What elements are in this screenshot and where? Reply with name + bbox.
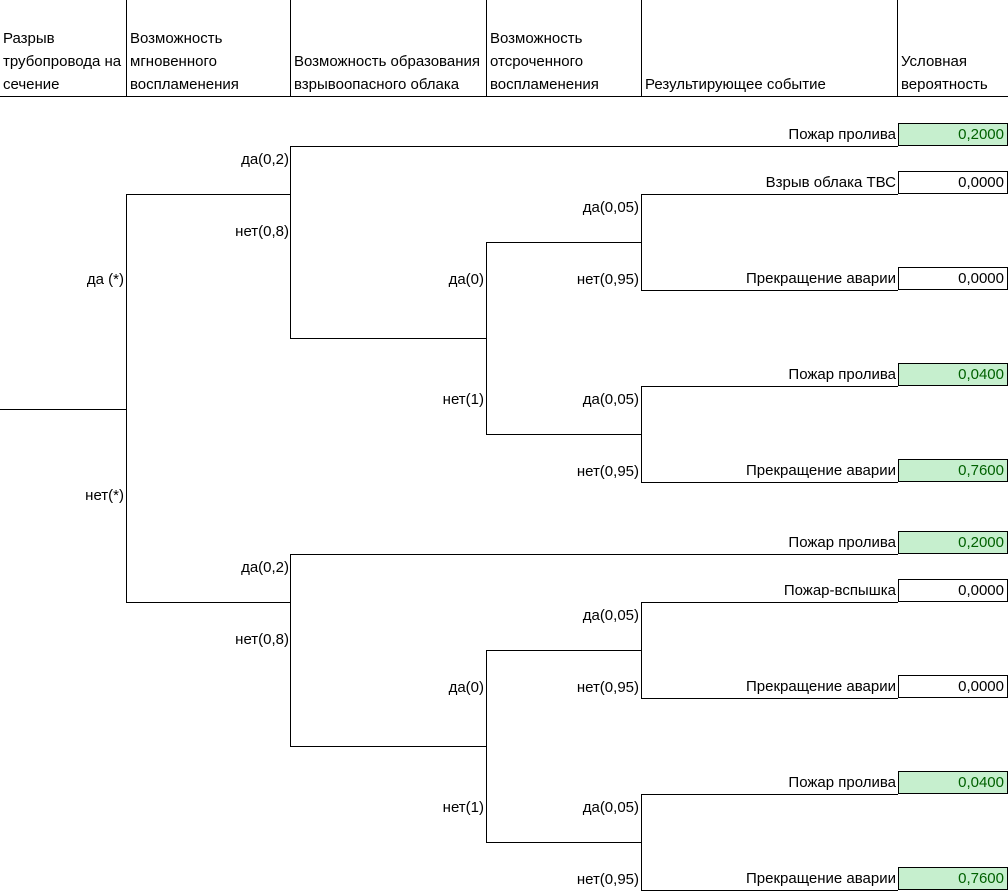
outcome-event: Прекращение аварии [746, 270, 896, 287]
tree-line [641, 794, 898, 795]
tree-line [641, 602, 898, 603]
branch-label: нет(0,8) [235, 631, 289, 648]
branch-label: да(0) [448, 679, 484, 696]
tree-line [641, 290, 898, 291]
tree-line [641, 482, 898, 483]
branch-label: нет(0,95) [576, 271, 639, 288]
tree-line [486, 650, 642, 651]
outcome-probability: 0,2000 [898, 531, 1008, 554]
branch-label: нет(*) [85, 487, 124, 504]
branch-label: да(0,05) [582, 391, 639, 408]
tree-line [486, 434, 642, 435]
tree-line [486, 242, 642, 243]
outcome-event: Пожар пролива [788, 774, 896, 791]
branch-label: нет(1) [442, 391, 484, 408]
branch-label: да(0,05) [582, 607, 639, 624]
outcome-event: Пожар пролива [788, 534, 896, 551]
branch-label: да(0) [448, 271, 484, 288]
branch-label: нет(0,95) [576, 679, 639, 696]
tree-line [290, 554, 291, 747]
tree-line [641, 698, 898, 699]
branch-label: да (*) [86, 271, 124, 288]
tree-line [641, 602, 642, 699]
outcome-probability: 0,2000 [898, 123, 1008, 146]
outcome-probability: 0,7600 [898, 867, 1008, 890]
tree-line [290, 338, 487, 339]
outcome-probability: 0,0000 [898, 171, 1008, 194]
outcome-probability: 0,0000 [898, 267, 1008, 290]
tree-line [641, 794, 642, 891]
header-resulting-event: Результирующее событие [642, 0, 898, 97]
tree-line [126, 194, 291, 195]
outcome-probability: 0,7600 [898, 459, 1008, 482]
branch-label: да(0,2) [241, 559, 289, 576]
header-probability: Условная вероятность [898, 0, 1008, 97]
outcome-event: Пожар-вспышка [783, 582, 896, 599]
outcome-probability: 0,0400 [898, 771, 1008, 794]
header-row: Разрыв трубопровода на сечение Возможнос… [0, 0, 1008, 98]
branch-label: нет(0,8) [235, 223, 289, 240]
outcome-event: Пожар пролива [788, 366, 896, 383]
outcome-probability: 0,0400 [898, 363, 1008, 386]
tree-line [290, 146, 898, 147]
outcome-probability: 0,0000 [898, 579, 1008, 602]
outcome-probability: 0,0000 [898, 675, 1008, 698]
branch-label: да(0,2) [241, 151, 289, 168]
tree-line [126, 602, 291, 603]
tree-line [126, 194, 127, 603]
branch-label: да(0,05) [582, 799, 639, 816]
tree-line [641, 386, 898, 387]
tree-line [486, 650, 487, 843]
tree-line [641, 194, 642, 291]
tree-line [0, 409, 127, 410]
branch-label: да(0,05) [582, 199, 639, 216]
tree-line [290, 746, 487, 747]
outcome-event: Прекращение аварии [746, 462, 896, 479]
header-immediate-ignition: Возможность мгновенного воспламенения [127, 0, 291, 97]
outcome-event: Пожар пролива [788, 126, 896, 143]
branch-label: нет(1) [442, 799, 484, 816]
header-delayed-ignition: Возможность отсроченного воспламенения [487, 0, 642, 97]
outcome-event: Взрыв облака ТВС [765, 174, 896, 191]
outcome-event: Прекращение аварии [746, 678, 896, 695]
outcome-event: Прекращение аварии [746, 870, 896, 887]
header-rupture: Разрыв трубопровода на сечение [0, 0, 127, 97]
tree-line [641, 386, 642, 483]
branch-label: нет(0,95) [576, 871, 639, 888]
tree-line [486, 842, 642, 843]
tree-line [290, 146, 291, 339]
header-cloud-formation: Возможность образования взрывоопасного о… [291, 0, 487, 97]
branch-label: нет(0,95) [576, 463, 639, 480]
tree-line [641, 194, 898, 195]
tree-line [290, 554, 898, 555]
tree-line [486, 242, 487, 435]
